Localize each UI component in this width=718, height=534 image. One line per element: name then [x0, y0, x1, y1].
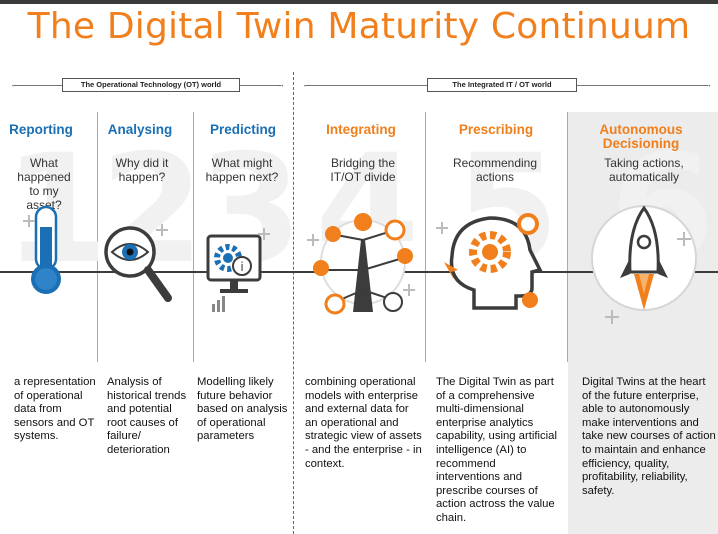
arrow-left-icon: ←: [10, 79, 19, 89]
column-separator: [425, 112, 426, 362]
ot-it-divider: [293, 72, 294, 534]
stage-title-autonomous: Autonomous Decisioning: [599, 122, 683, 151]
stage-description: Analysis of historical trends and potent…: [107, 376, 187, 456]
stage-subtitle: What might happen next?: [205, 156, 279, 184]
stage-description: Digital Twins at the heart of the future…: [582, 376, 716, 497]
stage-subtitle: What happened to my asset?: [17, 156, 71, 212]
top-border: [0, 0, 718, 4]
stage-title-prescribing: Prescribing: [458, 122, 534, 137]
stage-title-reporting: Reporting: [9, 122, 73, 137]
stage-description: combining operational models with enterp…: [305, 376, 422, 470]
ot-world-label: The Operational Technology (OT) world: [62, 78, 240, 92]
arrow-left-icon: ←: [302, 79, 311, 89]
page-title: The Digital Twin Maturity Continuum: [27, 6, 691, 47]
stage-title-integrating: Integrating: [326, 122, 396, 137]
column-separator: [193, 112, 194, 362]
stage-subtitle: Recommending actions: [452, 156, 538, 184]
it-world-banner: ← → The Integrated IT / OT world: [302, 78, 712, 92]
stage-subtitle: Taking actions, automatically: [604, 156, 684, 184]
stage-subtitle: Why did it happen?: [115, 156, 169, 184]
stage-description: a representation of operational data fro…: [14, 376, 96, 443]
stage-title-predicting: Predicting: [209, 122, 276, 137]
arrow-right-icon: →: [703, 79, 712, 89]
column-separator: [97, 112, 98, 362]
stage-description: Modelling likely future behavior based o…: [197, 376, 288, 443]
column-separator: [567, 112, 568, 362]
it-world-label: The Integrated IT / OT world: [427, 78, 577, 92]
magnifier-eye-icon: [104, 224, 172, 302]
monitor-gear-icon: i: [206, 228, 270, 312]
autonomous-panel-background: [568, 112, 718, 534]
arrow-right-icon: →: [276, 79, 285, 89]
stage-title-analysing: Analysing: [107, 122, 173, 137]
stage-subtitle: Bridging the IT/OT divide: [330, 156, 396, 184]
svg-text:i: i: [240, 260, 243, 274]
stage-description: The Digital Twin as part of a comprehens…: [436, 376, 557, 524]
ot-world-banner: ← → The Operational Technology (OT) worl…: [10, 78, 285, 92]
network-hub-icon: [307, 213, 415, 315]
thermometer-icon: [23, 205, 61, 294]
ai-head-icon: [436, 213, 543, 310]
rocket-icon: [591, 205, 697, 324]
